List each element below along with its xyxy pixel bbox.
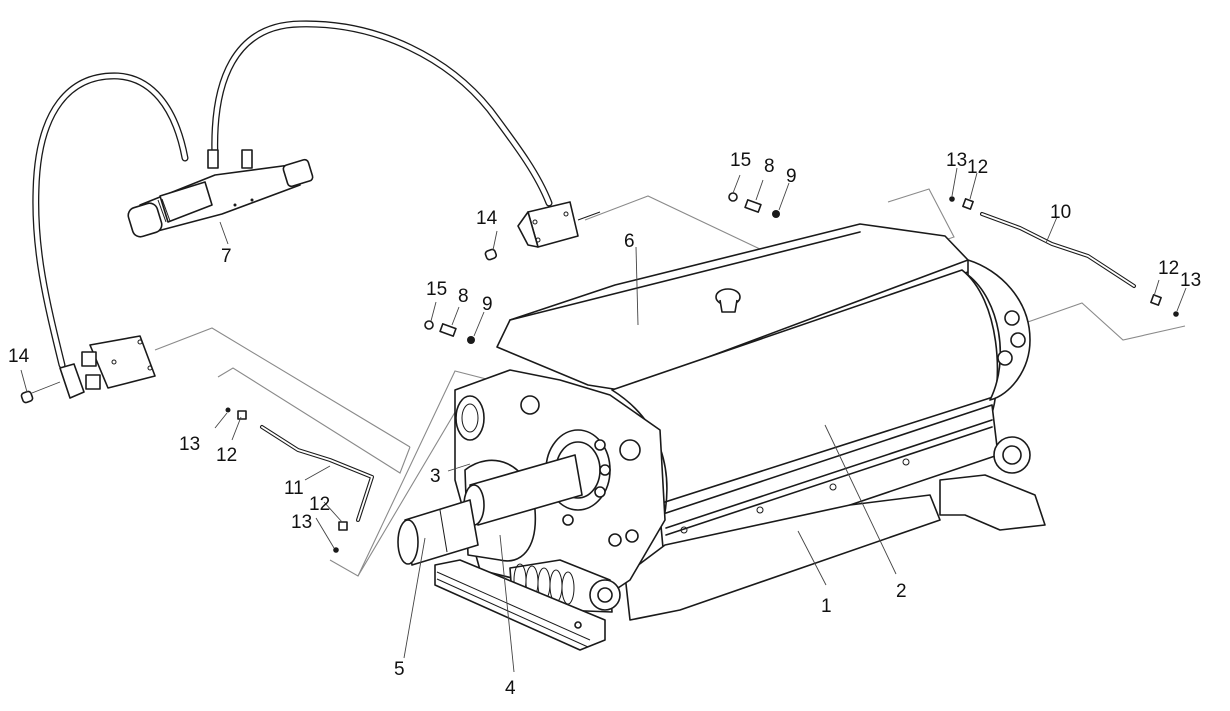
callout-6: 6 <box>624 231 635 252</box>
callout-14: 14 <box>8 346 30 367</box>
callout-12: 12 <box>309 494 330 515</box>
callout-13: 13 <box>946 150 967 171</box>
distribution-block-top <box>517 201 601 248</box>
callout-13: 13 <box>1180 270 1201 291</box>
distribution-block-left <box>59 335 156 399</box>
callout-labels: 1 2 3 4 5 6 7 8 8 9 9 10 11 12 12 12 12 … <box>8 150 1201 699</box>
callout-8: 8 <box>764 156 775 177</box>
callout-15: 15 <box>730 150 751 171</box>
callout-4: 4 <box>505 678 516 699</box>
pipes <box>260 212 1136 522</box>
callout-1: 1 <box>821 596 832 617</box>
callout-12: 12 <box>216 445 237 466</box>
callout-3: 3 <box>430 466 441 487</box>
callout-9: 9 <box>786 166 797 187</box>
callout-12: 12 <box>967 157 988 178</box>
part-7-valve-block <box>127 149 314 238</box>
fittings <box>20 192 1179 553</box>
callout-10: 10 <box>1050 202 1071 223</box>
callout-2: 2 <box>896 581 907 602</box>
callout-9: 9 <box>482 294 493 315</box>
callout-11: 11 <box>284 478 304 499</box>
leader-lines <box>20 167 1187 673</box>
callout-5: 5 <box>394 659 405 680</box>
hydraulic-hoses <box>32 20 553 369</box>
callout-13: 13 <box>291 512 312 533</box>
callout-14: 14 <box>476 208 498 229</box>
callout-8: 8 <box>458 286 469 307</box>
callout-7: 7 <box>221 246 232 267</box>
callout-15: 15 <box>426 279 447 300</box>
callout-12: 12 <box>1158 258 1179 279</box>
main-housing <box>496 223 1046 621</box>
left-gearbox <box>397 369 666 651</box>
callout-13: 13 <box>179 434 200 455</box>
